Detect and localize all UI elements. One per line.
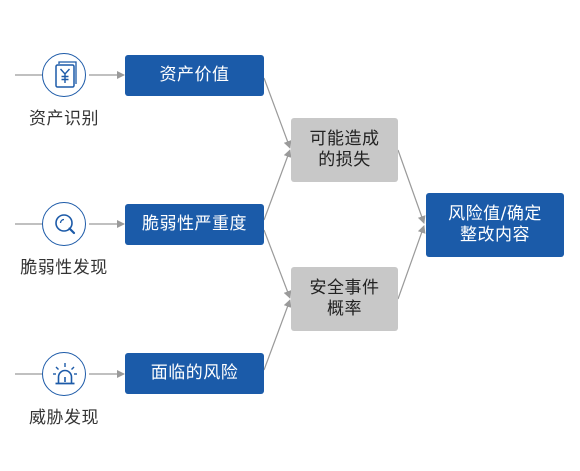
factor-label: 脆弱性严重度: [142, 214, 247, 234]
result-label-line1: 风险值/确定: [448, 204, 542, 224]
factor-box-threat-faced: 面临的风险: [125, 353, 264, 394]
source-label-vulnerability: 脆弱性发现: [20, 258, 108, 278]
alarm-light-icon: [42, 352, 86, 396]
factor-label: 资产价值: [159, 65, 230, 85]
factor-box-asset-value: 资产价值: [125, 55, 264, 96]
arrow-factor2-outcome1: [263, 149, 292, 221]
outcome-box-incident-probability: 安全事件 概率: [291, 267, 398, 331]
source-label-threat: 威胁发现: [29, 408, 99, 428]
arrow-factor1-outcome1: [263, 77, 292, 149]
factor-box-vulnerability-severity: 脆弱性严重度: [125, 204, 264, 245]
outcome-label-line1: 安全事件: [309, 278, 380, 298]
factor-label: 面临的风险: [150, 363, 239, 383]
outcome-box-potential-loss: 可能造成 的损失: [291, 118, 398, 182]
outcome-label-line2: 的损失: [318, 150, 371, 170]
currency-document-icon: [42, 53, 86, 97]
magnifier-icon: [42, 202, 86, 246]
arrow-outcome2-result: [397, 225, 426, 300]
arrow-factor3-outcome2: [263, 299, 292, 371]
source-label-asset: 资产识别: [29, 109, 99, 129]
result-label-line2: 整改内容: [459, 225, 530, 245]
arrow-outcome1-result: [397, 149, 426, 224]
outcome-label-line2: 概率: [327, 299, 362, 319]
result-box-risk-value: 风险值/确定 整改内容: [426, 193, 564, 257]
outcome-label-line1: 可能造成: [309, 129, 380, 149]
arrow-factor2-outcome2: [263, 229, 292, 299]
